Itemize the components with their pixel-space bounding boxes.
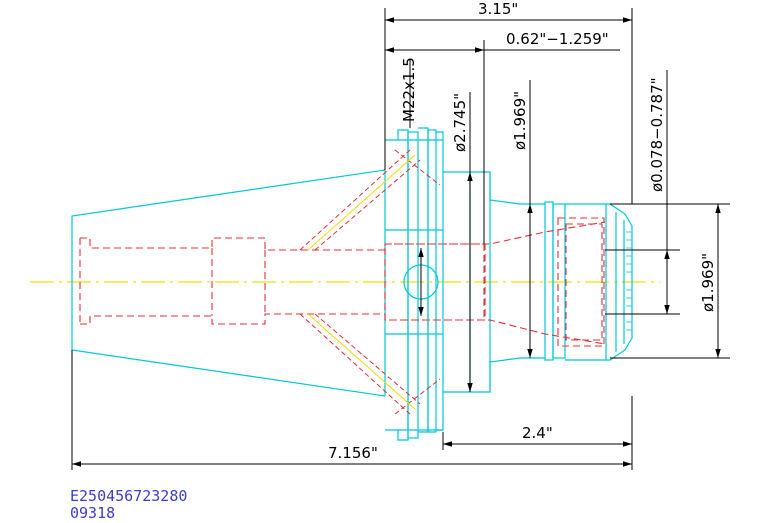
part-code: E250456723280 09318 <box>70 488 187 522</box>
hidden-bore <box>79 217 606 347</box>
dim-flange-diameter: ø2.745" <box>451 93 469 152</box>
dim-nut-diameter: ø1.969" <box>699 253 717 312</box>
dim-thread: M22x1.5 <box>400 57 418 122</box>
flange <box>385 127 444 441</box>
dim-overall-top: 3.15" <box>478 0 518 18</box>
flange-hatch <box>299 149 441 415</box>
part-code-line1: E250456723280 <box>70 487 188 505</box>
dim-body-diameter: ø1.969" <box>511 91 529 150</box>
dim-overall-length: 7.156" <box>328 444 378 462</box>
dim-nose-length: 2.4" <box>522 424 553 442</box>
flange-hatch-yellow <box>307 154 416 410</box>
dimension-lines <box>71 8 730 470</box>
part-code-line2: 09318 <box>70 504 116 522</box>
dim-range-top: 0.62"−1.259" <box>506 30 609 48</box>
dim-range-diameter: ø0.078−0.787" <box>648 77 666 192</box>
nut-threads <box>626 231 632 331</box>
taper-shank <box>71 169 386 397</box>
